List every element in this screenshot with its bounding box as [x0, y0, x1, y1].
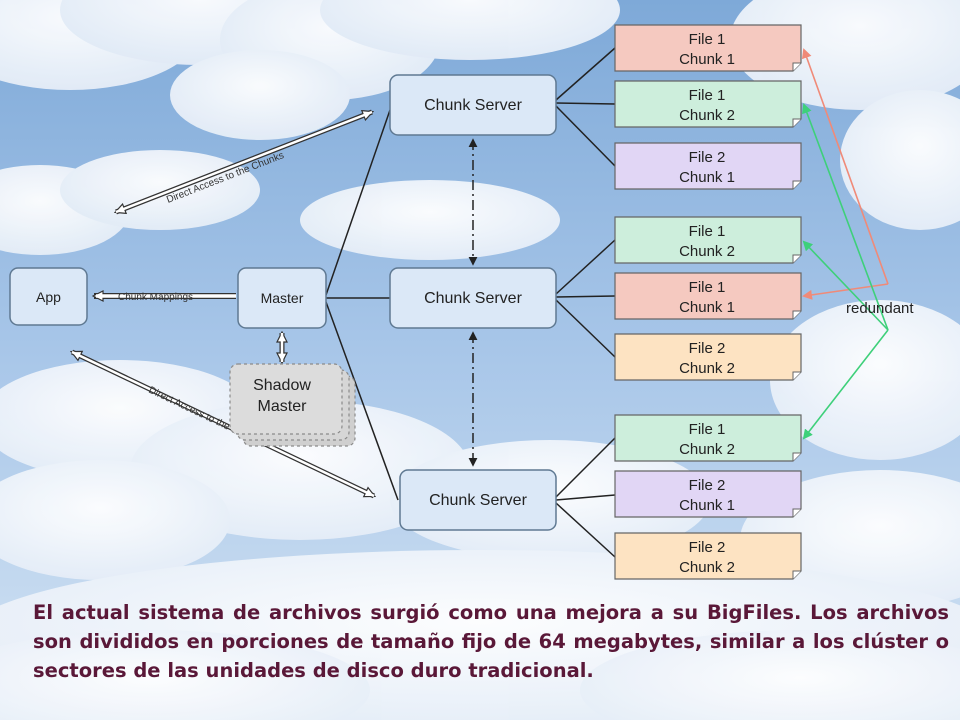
- chunk-4-line1: File 1: [689, 223, 726, 240]
- shadow-master-node: Shadow Master: [229, 363, 356, 447]
- chunk-server-3-label: Chunk Server: [429, 492, 527, 509]
- chunk-server-2-label: Chunk Server: [424, 290, 522, 307]
- direct-access-top-arrow: Direct Access to the Chunks: [116, 109, 372, 215]
- chunk-4-line2: Chunk 2: [679, 243, 735, 260]
- chunk-6-line1: File 2: [689, 340, 726, 357]
- chunk-7-line2: Chunk 2: [679, 441, 735, 458]
- chunk-1-line2: Chunk 1: [679, 51, 735, 68]
- chunk-9-line1: File 2: [689, 539, 726, 556]
- master-label: Master: [261, 290, 304, 306]
- chunk-5-line1: File 1: [689, 279, 726, 296]
- chunk-2-line1: File 1: [689, 87, 726, 104]
- caption-text: El actual sistema de archivos surgió com…: [33, 601, 949, 682]
- redundancy-arrows: [801, 48, 889, 440]
- chunk-7-line1: File 1: [689, 421, 726, 438]
- chunk-server-1-label: Chunk Server: [424, 97, 522, 114]
- chunk-4: File 1 Chunk 2: [614, 216, 802, 264]
- chunk-3-line1: File 2: [689, 149, 726, 166]
- chunk-3: File 2 Chunk 1: [614, 142, 802, 190]
- chunk-3-line2: Chunk 1: [679, 169, 735, 186]
- chunk-6: File 2 Chunk 2: [614, 333, 802, 381]
- chunk-8-line1: File 2: [689, 477, 726, 494]
- chunk-2-line2: Chunk 2: [679, 107, 735, 124]
- master-node: Master: [237, 267, 327, 329]
- app-label: App: [36, 289, 61, 305]
- chunk-9: File 2 Chunk 2: [614, 532, 802, 580]
- server-chunk-links: [555, 47, 616, 558]
- shadow-master-label-line1: Shadow: [253, 377, 311, 394]
- app-node: App: [9, 267, 88, 326]
- chunk-mappings-arrow: Chunk Mappings: [94, 292, 236, 303]
- chunk-server-3: Chunk Server: [399, 469, 557, 531]
- chunk-mappings-label: Chunk Mappings: [118, 292, 193, 303]
- direct-access-top-label: Direct Access to the Chunks: [165, 150, 286, 206]
- chunk-1-line1: File 1: [689, 31, 726, 48]
- chunk-2: File 1 Chunk 2: [614, 80, 802, 128]
- chunk-server-2: Chunk Server: [389, 267, 557, 329]
- redundant-label: redundant: [846, 300, 914, 317]
- gfs-architecture-diagram: Direct Access to the Chunks Direct Acces…: [9, 24, 914, 580]
- shadow-master-label-line2: Master: [258, 398, 308, 415]
- chunk-server-1: Chunk Server: [389, 74, 557, 136]
- chunk-5: File 1 Chunk 1: [614, 272, 802, 320]
- chunk-1: File 1 Chunk 1: [614, 24, 802, 72]
- chunk-6-line2: Chunk 2: [679, 360, 735, 377]
- chunk-7: File 1 Chunk 2: [614, 414, 802, 462]
- chunk-8-line2: Chunk 1: [679, 497, 735, 514]
- chunk-8: File 2 Chunk 1: [614, 470, 802, 518]
- chunk-5-line2: Chunk 1: [679, 299, 735, 316]
- chunk-9-line2: Chunk 2: [679, 559, 735, 576]
